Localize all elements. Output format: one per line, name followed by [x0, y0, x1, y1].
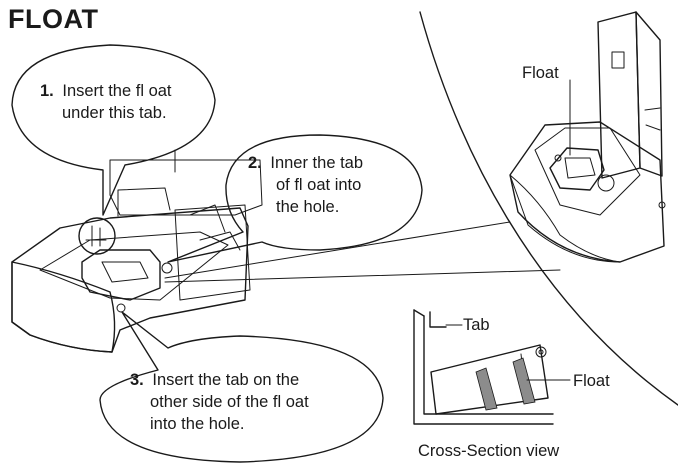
step-2-line-2: of fl oat into [276, 176, 361, 194]
detail-divider-curve [419, 11, 678, 406]
cross-section-illustration [413, 309, 571, 425]
detail-wedge-line-lower [164, 269, 561, 283]
callout-step-1: 1. Insert the fl oat under this tab. [11, 44, 216, 216]
page-title: FLOAT [8, 4, 98, 34]
float-cross-label: Float [573, 372, 610, 390]
tab-label: Tab [463, 316, 490, 334]
step-3-line-3: into the hole. [150, 415, 245, 433]
step-1-line-2: under this tab. [62, 104, 167, 122]
callout-step-3: 3. Insert the tab on the other side of t… [99, 311, 384, 463]
step-3-line-1: 3. Insert the tab on the [130, 371, 299, 389]
step-1-number: 1. [40, 82, 54, 100]
float-top-label: Float [522, 64, 559, 82]
tank-detail-illustration [509, 11, 666, 263]
cross-section-caption: Cross-Section view [418, 442, 559, 460]
step-2-number: 2. [248, 154, 262, 172]
step-3-line-2: other side of the fl oat [150, 393, 309, 411]
step-3-number: 3. [130, 371, 144, 389]
water-tank-illustration [11, 149, 263, 353]
step-1-line-1: 1. Insert the fl oat [40, 82, 172, 100]
callout-step-2: 2. Inner the tab of fl oat into the hole… [167, 134, 423, 263]
step-2-line-1: 2. Inner the tab [248, 154, 363, 172]
step-2-line-3: the hole. [276, 198, 339, 216]
detail-wedge-line-upper [164, 221, 511, 279]
